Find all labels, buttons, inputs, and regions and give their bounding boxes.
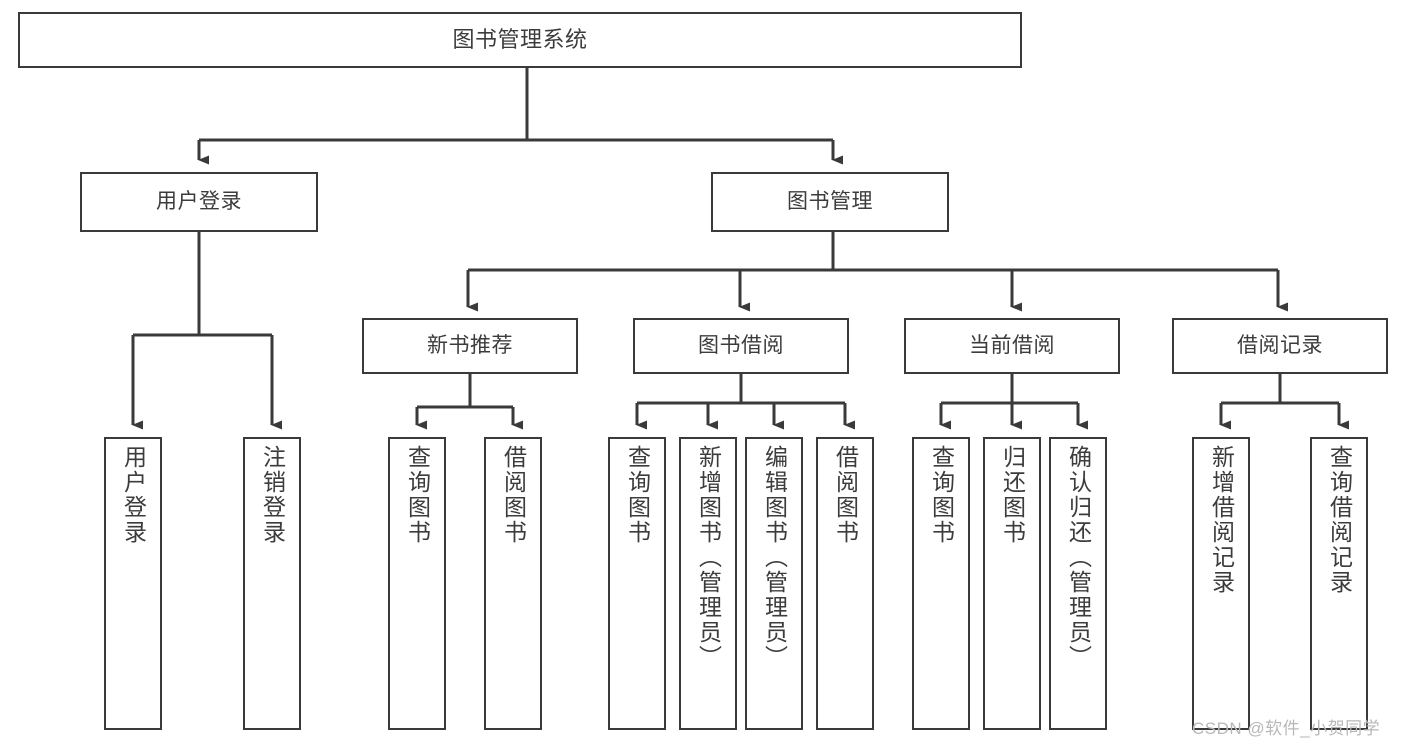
node-label: 新增借阅记录 xyxy=(1208,445,1235,595)
node-label: 查询图书 xyxy=(404,445,431,545)
leaf-node-logout-login[interactable]: 注销登录 xyxy=(243,437,301,730)
node-label: 新增图书（管理员） xyxy=(695,445,722,670)
node-label: 借阅图书 xyxy=(500,445,527,545)
leaf-node-user-login[interactable]: 用户登录 xyxy=(104,437,162,730)
node-label: 图书管理 xyxy=(787,190,873,214)
node-label: 查询图书 xyxy=(928,445,955,545)
node-book-management[interactable]: 图书管理 xyxy=(711,172,949,232)
node-label: 注销登录 xyxy=(259,445,286,545)
node-borrow-record[interactable]: 借阅记录 xyxy=(1172,318,1388,374)
leaf-node-query-borrow-record[interactable]: 查询借阅记录 xyxy=(1310,437,1368,730)
node-label: 图书借阅 xyxy=(698,334,784,358)
leaf-node-return-book[interactable]: 归还图书 xyxy=(983,437,1041,730)
node-root-book-management-system[interactable]: 图书管理系统 xyxy=(18,12,1022,68)
node-new-book-recommend[interactable]: 新书推荐 xyxy=(362,318,578,374)
node-label: 编辑图书（管理员） xyxy=(761,445,788,670)
leaf-node-confirm-return-admin[interactable]: 确认归还（管理员） xyxy=(1049,437,1107,730)
leaf-node-borrow-book-recommend[interactable]: 借阅图书 xyxy=(484,437,542,730)
node-label: 查询借阅记录 xyxy=(1326,445,1353,595)
node-user-login[interactable]: 用户登录 xyxy=(80,172,318,232)
node-label: 借阅图书 xyxy=(832,445,859,545)
leaf-node-add-borrow-record[interactable]: 新增借阅记录 xyxy=(1192,437,1250,730)
leaf-node-add-book-admin[interactable]: 新增图书（管理员） xyxy=(679,437,737,730)
node-book-borrow[interactable]: 图书借阅 xyxy=(633,318,849,374)
node-label: 借阅记录 xyxy=(1237,334,1323,358)
node-label: 查询图书 xyxy=(624,445,651,545)
leaf-node-query-book-current[interactable]: 查询图书 xyxy=(912,437,970,730)
node-label: 当前借阅 xyxy=(969,334,1055,358)
leaf-node-query-book-recommend[interactable]: 查询图书 xyxy=(388,437,446,730)
node-label: 确认归还（管理员） xyxy=(1065,445,1092,670)
csdn-watermark: CSDN @软件_小贺同学 xyxy=(1192,719,1381,738)
leaf-node-edit-book-admin[interactable]: 编辑图书（管理员） xyxy=(745,437,803,730)
node-label: 用户登录 xyxy=(156,190,242,214)
node-label: 新书推荐 xyxy=(427,334,513,358)
leaf-node-query-book-borrow[interactable]: 查询图书 xyxy=(608,437,666,730)
node-current-borrow[interactable]: 当前借阅 xyxy=(904,318,1120,374)
node-label: 归还图书 xyxy=(999,445,1026,545)
leaf-node-borrow-book[interactable]: 借阅图书 xyxy=(816,437,874,730)
node-label: 图书管理系统 xyxy=(452,26,588,52)
node-label: 用户登录 xyxy=(120,445,147,545)
